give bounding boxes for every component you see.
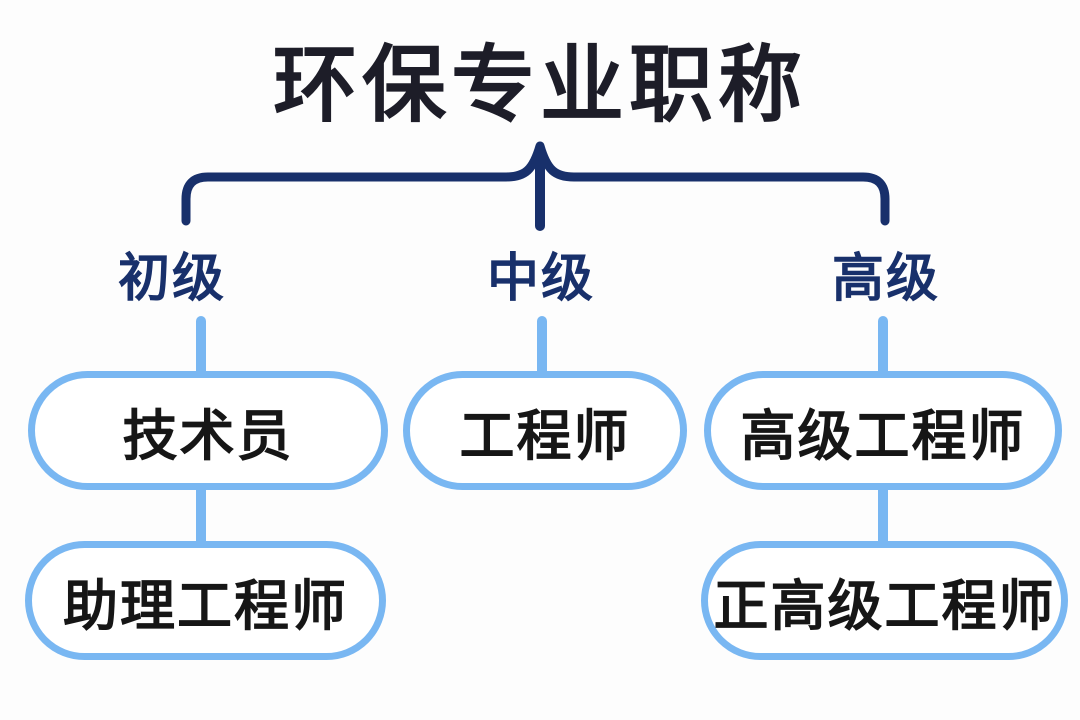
node-assistant-engineer: 助理工程师 <box>25 541 386 660</box>
node-full-senior-engineer: 正高级工程师 <box>701 541 1068 660</box>
level-label-junior: 初级 <box>117 250 227 308</box>
box-to-box-connectors <box>196 487 888 545</box>
level-to-box-connectors <box>196 316 888 380</box>
node-assistant-engineer-label: 助理工程师 <box>62 574 348 637</box>
level-label-intermediate: 中级 <box>486 250 596 308</box>
node-engineer-label: 工程师 <box>459 404 631 467</box>
node-senior-engineer: 高级工程师 <box>704 371 1062 490</box>
node-technician-label: 技术员 <box>122 404 294 467</box>
level-label-senior: 高级 <box>831 250 941 308</box>
page-title: 环保专业职称 <box>272 38 807 132</box>
node-full-senior-engineer-label: 正高级工程师 <box>713 574 1056 637</box>
curly-brace-split-icon <box>181 141 890 231</box>
node-engineer: 工程师 <box>403 371 687 490</box>
node-technician: 技术员 <box>28 371 388 490</box>
node-senior-engineer-label: 高级工程师 <box>740 404 1026 467</box>
